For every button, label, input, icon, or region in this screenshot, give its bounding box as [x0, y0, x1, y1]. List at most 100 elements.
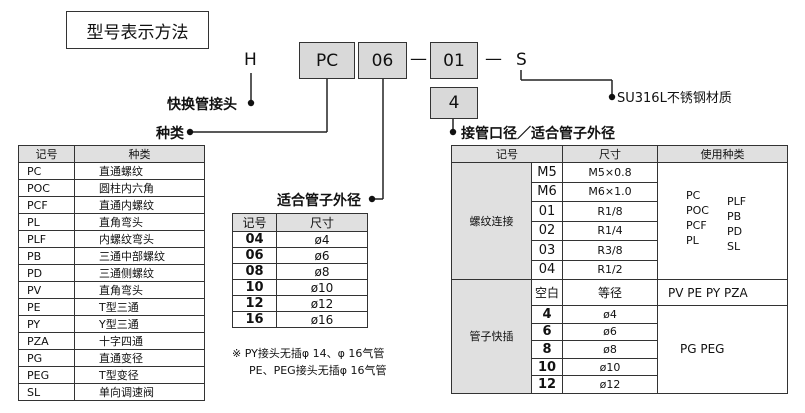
- label-tube-diameter: 适合管子外径: [277, 193, 361, 209]
- type-code-item: POC: [686, 204, 709, 217]
- port-header-size: 尺寸: [562, 145, 658, 163]
- port-size: M6×1.0: [562, 181, 658, 202]
- type-kind: 十字四通: [74, 332, 205, 350]
- type-kind: 直通变径: [74, 349, 205, 367]
- type-header-code: 记号: [18, 145, 75, 163]
- type-kind: 三通侧螺纹: [74, 264, 205, 282]
- type-code: PLF: [18, 230, 75, 248]
- model-pc: PC: [299, 42, 355, 79]
- port-code: 04: [531, 259, 563, 280]
- port-code: 01: [531, 201, 563, 222]
- tube-header-code: 记号: [232, 213, 277, 232]
- label-sus-material: SU316L不锈钢材质: [617, 91, 732, 106]
- tube-code: 04: [232, 231, 277, 248]
- type-header-kind: 种类: [74, 145, 205, 163]
- blank-code: 空白: [531, 279, 563, 306]
- tube-size: ø10: [276, 279, 368, 296]
- tube-code: 10: [232, 279, 277, 296]
- quick-code: 8: [531, 340, 563, 359]
- type-kind: 直通内螺纹: [74, 196, 205, 214]
- port-size: M5×0.8: [562, 162, 658, 183]
- type-kind: T型三通: [74, 298, 205, 316]
- quick-size: ø6: [562, 322, 658, 342]
- type-code: PE: [18, 298, 75, 316]
- quick-code: 4: [531, 305, 563, 324]
- port-size: R1/2: [562, 259, 658, 280]
- port-size: R3/8: [562, 240, 658, 261]
- quick-size: ø4: [562, 305, 658, 324]
- tube-note-2: PE、PEG接头无插φ 16气管: [249, 364, 387, 377]
- model-extra: 4: [430, 87, 478, 119]
- type-kind: 直通螺纹: [74, 162, 205, 180]
- type-code: PCF: [18, 196, 75, 214]
- type-kind: Y型三通: [74, 315, 205, 333]
- quick-code: 10: [531, 357, 563, 377]
- type-kind: 三通中部螺纹: [74, 247, 205, 265]
- type-code: PC: [18, 162, 75, 180]
- type-code-item: PB: [726, 210, 742, 223]
- tube-note-1: ※ PY接头无插φ 14、φ 16气管: [232, 347, 385, 360]
- tube-size: ø12: [276, 295, 368, 312]
- model-dash-1: —: [410, 49, 427, 69]
- type-code: PY: [18, 315, 75, 333]
- type-code-item: PD: [726, 225, 743, 238]
- model-h: H: [244, 50, 257, 70]
- type-kind: 单向调速阀: [74, 383, 205, 401]
- type-code: PL: [18, 213, 75, 231]
- type-code: PG: [18, 349, 75, 367]
- type-code-item: PC: [686, 189, 701, 202]
- label-quick-connector: 快换管接头: [167, 97, 237, 113]
- tube-code: 12: [232, 295, 277, 312]
- type-code-item: PLF: [726, 195, 747, 208]
- model-thread: 01: [430, 42, 478, 79]
- quick-size: ø12: [562, 375, 658, 394]
- tube-code: 16: [232, 311, 277, 328]
- tube-size: ø8: [276, 263, 368, 280]
- tube-code: 06: [232, 247, 277, 264]
- quick-code: 12: [531, 375, 563, 394]
- quick-size: ø8: [562, 340, 658, 359]
- quick-group-label: 管子快插: [451, 279, 532, 394]
- type-code-item: PL: [686, 234, 699, 247]
- page-title: 型号表示方法: [66, 11, 209, 49]
- tube-size: ø16: [276, 311, 368, 328]
- type-code: PB: [18, 247, 75, 265]
- type-kind: 直角弯头: [74, 213, 205, 231]
- type-kind: 内螺纹弯头: [74, 230, 205, 248]
- port-size: R1/4: [562, 220, 658, 241]
- blank-size: 等径: [562, 279, 658, 306]
- type-code: PZA: [18, 332, 75, 350]
- model-size: 06: [358, 42, 407, 79]
- type-code: PV: [18, 281, 75, 299]
- tube-header-size: 尺寸: [276, 213, 368, 232]
- model-dash-2: —: [485, 49, 502, 69]
- type-kind: T型变径: [74, 366, 205, 384]
- quick-types: PG PEG: [657, 305, 788, 394]
